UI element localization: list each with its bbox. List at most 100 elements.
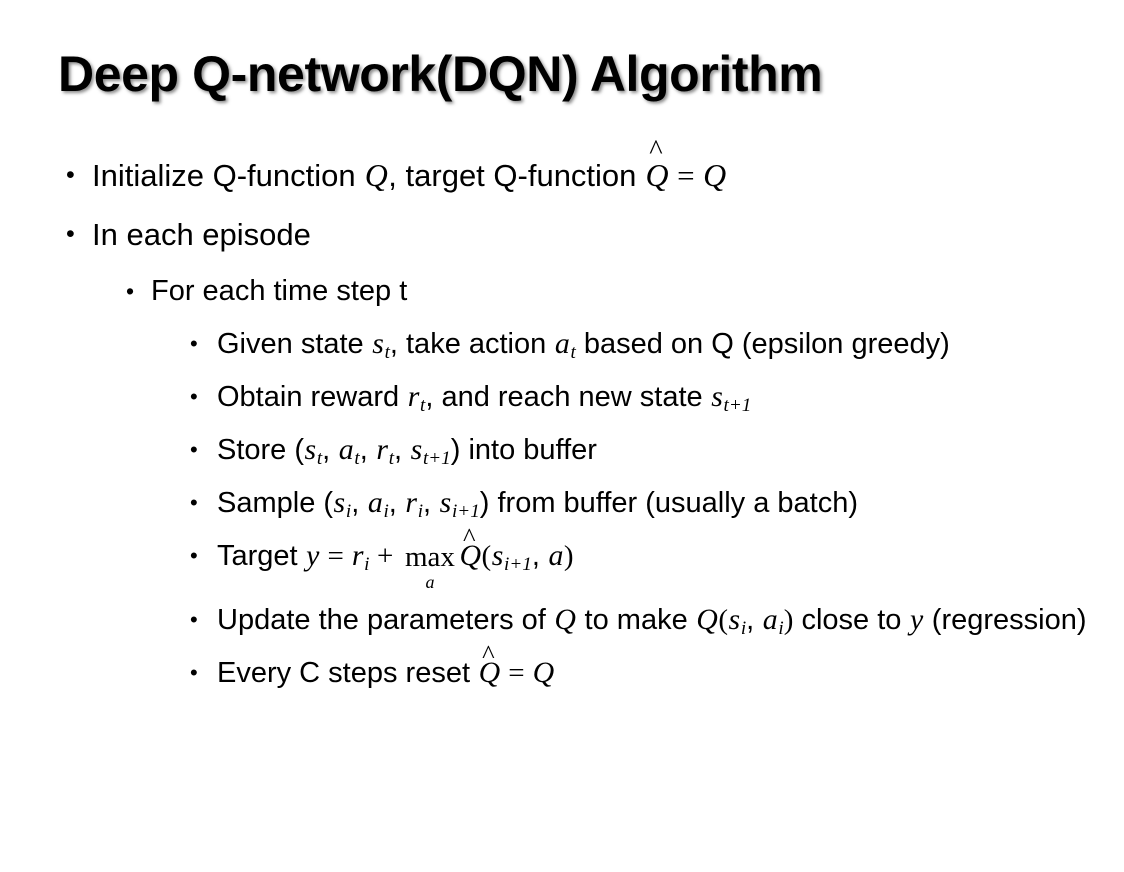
math-q: Q xyxy=(703,158,727,193)
list-item: • Initialize Q-function Q, target Q-func… xyxy=(0,137,1124,205)
text-fragment: , xyxy=(746,603,763,636)
list-item-label: Store (st, at, rt, st+1) into buffer xyxy=(217,426,1117,474)
text-fragment: , xyxy=(388,487,405,519)
math-operator: + xyxy=(377,540,394,572)
bullet-marker-icon: • xyxy=(190,437,198,462)
bullet-marker-icon: • xyxy=(190,490,198,515)
text-fragment: Given state xyxy=(217,328,372,360)
list-item: • In each episode xyxy=(0,205,1124,264)
bullet-list: • Initialize Q-function Q, target Q-func… xyxy=(0,137,1124,697)
bullet-marker-icon: • xyxy=(190,543,198,568)
math-q-hat: Q^ xyxy=(459,524,482,580)
list-item-label: Update the parameters of Q to make Q(si,… xyxy=(217,596,1117,644)
math-subscript: t+1 xyxy=(422,448,451,470)
math-subscript: t xyxy=(384,342,390,364)
math-r: r xyxy=(407,380,420,413)
text-fragment: close to xyxy=(793,603,910,636)
list-item: • For each time step t xyxy=(0,264,1124,318)
math-paren: ) xyxy=(783,603,794,636)
text-fragment: Initialize Q-function xyxy=(92,158,365,193)
math-s: s xyxy=(439,486,452,519)
math-q: Q xyxy=(478,655,501,689)
text-fragment: Obtain reward xyxy=(217,381,408,413)
math-q-hat: Q^ xyxy=(478,641,501,697)
text-fragment: Every C steps reset xyxy=(217,656,479,689)
math-s: s xyxy=(711,380,723,413)
list-item-label: Sample (si, ai, ri, si+1) from buffer (u… xyxy=(217,479,1117,527)
math-q: Q xyxy=(532,655,555,689)
math-s: s xyxy=(728,602,741,636)
math-subscript: t xyxy=(388,448,395,470)
math-subscript: t xyxy=(570,342,576,364)
bullet-marker-icon: • xyxy=(126,278,135,304)
bullet-marker-icon: • xyxy=(66,161,75,189)
math-subscript: t+1 xyxy=(723,395,752,417)
math-underscript: a xyxy=(425,572,435,593)
math-s: s xyxy=(410,433,423,466)
text-fragment: , xyxy=(394,434,411,466)
list-item: • Obtain reward rt, and reach new state … xyxy=(0,371,1124,421)
bullet-marker-icon: • xyxy=(66,220,75,248)
math-y: y xyxy=(909,602,924,636)
list-item-label: For each time step t xyxy=(151,275,408,307)
list-item: • Given state st, take action at based o… xyxy=(0,318,1124,368)
math-q-hat: Q^ xyxy=(645,137,669,205)
text-fragment: Update the parameters of xyxy=(217,603,554,636)
bullet-marker-icon: • xyxy=(190,331,198,356)
math-s: s xyxy=(333,486,346,519)
list-item: • Sample (si, ai, ri, si+1) from buffer … xyxy=(0,477,1124,527)
math-a: a xyxy=(548,539,564,572)
list-item: • Update the parameters of Q to make Q(s… xyxy=(0,594,1124,644)
math-a: a xyxy=(554,327,570,360)
math-r: r xyxy=(351,539,364,572)
math-subscript: i xyxy=(740,618,747,640)
math-subscript: i xyxy=(364,554,370,576)
math-s: s xyxy=(372,327,384,360)
text-fragment: ) from buffer (usually a batch) xyxy=(479,487,858,519)
math-paren: ( xyxy=(481,540,492,572)
list-item-label: Given state st, take action at based on … xyxy=(217,320,1117,368)
math-operator: = xyxy=(327,540,344,572)
text-fragment: , target Q-function xyxy=(388,158,646,193)
math-subscript: i+1 xyxy=(504,554,532,576)
math-subscript: i xyxy=(383,501,389,523)
list-item-label: Every C steps reset Q^=Q xyxy=(217,641,1117,697)
text-fragment: , take action xyxy=(389,328,555,360)
math-a: a xyxy=(338,433,354,466)
math-r: r xyxy=(405,486,418,519)
text-fragment: , xyxy=(359,434,376,466)
text-fragment: , xyxy=(351,487,368,519)
math-q: Q xyxy=(554,602,576,636)
text-fragment: , xyxy=(531,540,548,572)
text-fragment: , xyxy=(322,434,339,466)
text-fragment: (regression) xyxy=(923,603,1087,636)
math-operator: = xyxy=(508,656,525,689)
math-a: a xyxy=(367,486,383,519)
math-subscript: i xyxy=(417,501,424,523)
math-subscript: t xyxy=(316,448,323,470)
text-fragment: , xyxy=(423,487,440,519)
list-item-label: In each episode xyxy=(92,217,311,252)
list-item: • Every C steps reset Q^=Q xyxy=(0,641,1124,697)
text-fragment: , and reach new state xyxy=(425,381,711,413)
math-q: Q xyxy=(364,158,388,193)
math-subscript: t xyxy=(420,395,426,417)
math-y: y xyxy=(306,539,320,572)
bullet-marker-icon: • xyxy=(190,384,198,409)
math-subscript: t xyxy=(354,448,360,470)
text-fragment: Target xyxy=(217,540,306,572)
bullet-marker-icon: • xyxy=(190,659,198,685)
math-r: r xyxy=(376,433,388,466)
math-operator-name: max xyxy=(404,540,455,573)
math-subscript: i xyxy=(778,618,784,640)
list-item-label: Obtain reward rt, and reach new state st… xyxy=(217,373,1117,421)
math-subscript: i xyxy=(345,501,352,523)
math-q: Q xyxy=(645,158,669,193)
math-operator: = xyxy=(677,158,695,193)
text-fragment: Sample ( xyxy=(217,487,334,519)
text-fragment: based on Q (epsilon greedy) xyxy=(575,328,950,360)
